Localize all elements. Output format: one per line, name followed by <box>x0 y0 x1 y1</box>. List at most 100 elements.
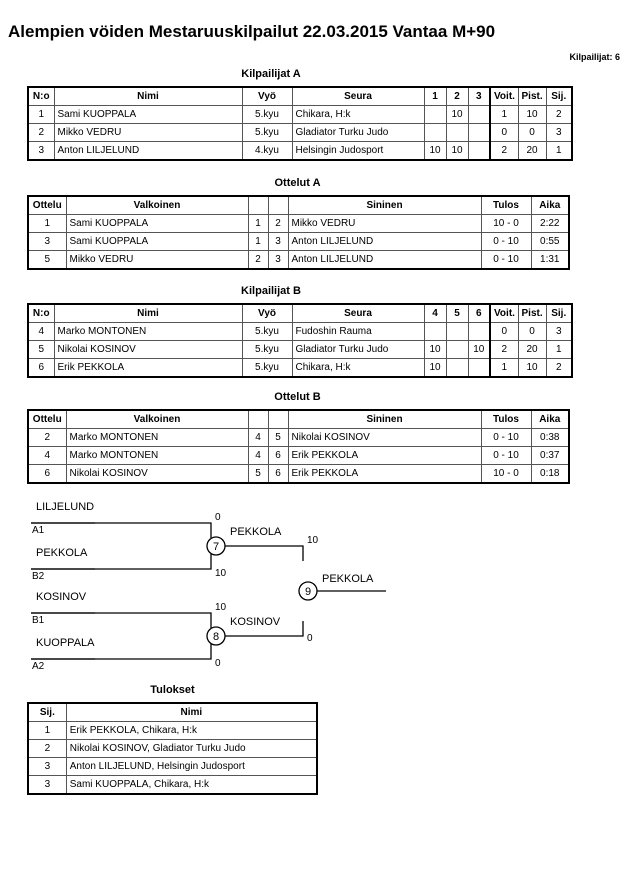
col-rank: Sij. <box>545 303 573 323</box>
pool-b-caption: Kilpailijat B <box>241 285 301 297</box>
col-m5: 5 <box>445 303 469 323</box>
cell-rank: 1 <box>545 141 573 161</box>
table-row: 4 Marko MONTONEN 4 6 Erik PEKKOLA 0 - 10… <box>27 446 570 465</box>
cell-club: Gladiator Turku Judo <box>291 340 425 359</box>
col-rank: Sij. <box>27 702 67 722</box>
cell-white: Marko MONTONEN <box>65 428 249 447</box>
cell-wno: 5 <box>247 464 269 484</box>
match-node-9 <box>298 581 318 601</box>
cell-no: 2 <box>27 123 55 142</box>
cell-wno: 1 <box>247 232 269 251</box>
col-m6: 6 <box>467 303 491 323</box>
cell-points: 20 <box>517 141 547 161</box>
cell-name: Erik PEKKOLA, Chikara, H:k <box>65 721 318 740</box>
cell-m2: 10 <box>445 105 469 124</box>
cell-name: Nikolai KOSINOV, Gladiator Turku Judo <box>65 739 318 758</box>
cell-ottelu: 5 <box>27 250 67 270</box>
cell-no: 4 <box>27 322 55 341</box>
cell-m1 <box>423 105 447 124</box>
bracket-winner-final: PEKKOLA <box>322 573 374 585</box>
cell-m1 <box>423 123 447 142</box>
cell-wins: 2 <box>489 141 519 161</box>
bracket-winner-sf2: KOSINOV <box>230 616 281 628</box>
col-tulos: Tulos <box>480 195 532 215</box>
bracket-name-sf2-top: KOSINOV <box>36 591 87 603</box>
cell-m3 <box>467 105 491 124</box>
pool-a-caption: Kilpailijat A <box>241 68 301 80</box>
cell-rank: 3 <box>27 775 67 795</box>
table-row: 2 Mikko VEDRU 5.kyu Gladiator Turku Judo… <box>27 123 573 142</box>
table-row: 2 Marko MONTONEN 4 5 Nikolai KOSINOV 0 -… <box>27 428 570 447</box>
cell-points: 10 <box>517 105 547 124</box>
cell-belt: 5.kyu <box>241 358 293 378</box>
cell-wno: 2 <box>247 250 269 270</box>
cell-points: 20 <box>517 340 547 359</box>
cell-wins: 1 <box>489 105 519 124</box>
cell-m5 <box>445 340 469 359</box>
col-name: Nimi <box>53 303 243 323</box>
match-number-8: 8 <box>213 631 219 643</box>
cell-result: 0 - 10 <box>480 250 532 270</box>
bracket-score-final-bottom: 0 <box>307 633 313 644</box>
cell-m5 <box>445 322 469 341</box>
bracket-name-sf1-bottom: PEKKOLA <box>36 547 88 559</box>
bracket-score-sf1-bottom: 10 <box>215 568 227 579</box>
col-wins: Voit. <box>489 86 519 106</box>
cell-blue: Anton LILJELUND <box>287 232 482 251</box>
bracket-line-sf2-top <box>31 612 212 628</box>
col-name: Nimi <box>53 86 243 106</box>
cell-wins: 1 <box>489 358 519 378</box>
cell-wno: 1 <box>247 214 269 233</box>
cell-wins: 0 <box>489 322 519 341</box>
table-row: 6 Erik PEKKOLA 5.kyu Chikara, H:k 10 1 1… <box>27 358 573 378</box>
cell-time: 2:22 <box>530 214 570 233</box>
cell-m6 <box>467 358 491 378</box>
col-rank: Sij. <box>545 86 573 106</box>
col-valkoinen: Valkoinen <box>65 409 249 429</box>
cell-name: Anton LILJELUND <box>53 141 243 161</box>
cell-m6 <box>467 322 491 341</box>
col-aika: Aika <box>530 195 570 215</box>
cell-wno: 4 <box>247 428 269 447</box>
cell-bno: 3 <box>267 232 289 251</box>
cell-white: Sami KUOPPALA <box>65 232 249 251</box>
cell-bno: 6 <box>267 464 289 484</box>
col-wno <box>247 195 269 215</box>
cell-name: Erik PEKKOLA <box>53 358 243 378</box>
cell-points: 10 <box>517 358 547 378</box>
col-tulos: Tulos <box>480 409 532 429</box>
cell-result: 10 - 0 <box>480 214 532 233</box>
cell-wno: 4 <box>247 446 269 465</box>
cell-name: Sami KUOPPALA, Chikara, H:k <box>65 775 318 795</box>
bracket-line-sf2-winner <box>222 621 304 637</box>
cell-points: 0 <box>517 322 547 341</box>
col-ottelu: Ottelu <box>27 195 67 215</box>
table-row: 5 Mikko VEDRU 2 3 Anton LILJELUND 0 - 10… <box>27 250 570 270</box>
cell-blue: Erik PEKKOLA <box>287 464 482 484</box>
table-row: 1 Sami KUOPPALA 1 2 Mikko VEDRU 10 - 0 2… <box>27 214 570 233</box>
table-row: 5 Nikolai KOSINOV 5.kyu Gladiator Turku … <box>27 340 573 359</box>
cell-rank: 2 <box>545 105 573 124</box>
matches-b-table: Ottelu Valkoinen Sininen Tulos Aika 2 Ma… <box>27 409 570 484</box>
col-belt: Vyö <box>241 303 293 323</box>
cell-belt: 5.kyu <box>241 105 293 124</box>
cell-rank: 3 <box>27 757 67 776</box>
cell-bno: 6 <box>267 446 289 465</box>
bracket-seed-sf1-top: A1 <box>32 525 45 536</box>
cell-m4 <box>423 322 447 341</box>
cell-m2: 10 <box>445 141 469 161</box>
pool-a-header-row: N:o Nimi Vyö Seura 1 2 3 Voit. Pist. Sij… <box>27 86 573 106</box>
col-ottelu: Ottelu <box>27 409 67 429</box>
cell-rank: 1 <box>27 721 67 740</box>
cell-no: 5 <box>27 340 55 359</box>
cell-club: Gladiator Turku Judo <box>291 123 425 142</box>
cell-belt: 5.kyu <box>241 322 293 341</box>
col-name: Nimi <box>65 702 318 722</box>
cell-bno: 5 <box>267 428 289 447</box>
col-m3: 3 <box>467 86 491 106</box>
col-m2: 2 <box>445 86 469 106</box>
cell-name: Mikko VEDRU <box>53 123 243 142</box>
bracket-name-sf1-top: LILJELUND <box>36 501 94 513</box>
bracket-line-sf1-top <box>31 522 212 538</box>
cell-belt: 5.kyu <box>241 123 293 142</box>
